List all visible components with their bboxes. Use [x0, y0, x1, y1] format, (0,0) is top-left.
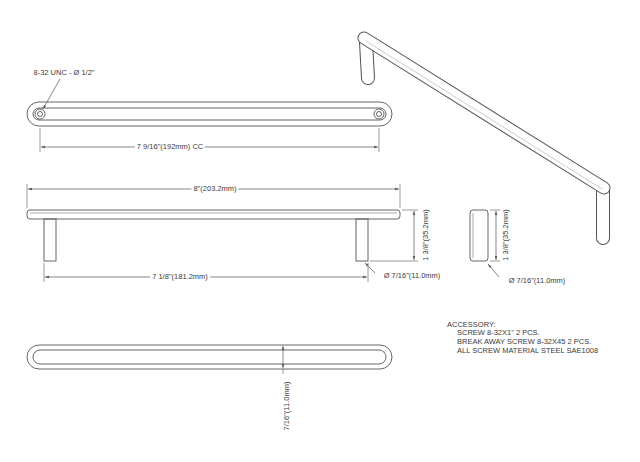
dimension-label: 7 1/8"(181.2mm): [150, 272, 210, 282]
end-view: [470, 210, 488, 261]
dimension-label: 1 3/8"(35.2mm): [421, 207, 431, 262]
thread-spec: 8-32 UNC - Ø 1/2": [31, 68, 96, 78]
note-text: ALL SCREW MATERIAL STEEL SAE1008: [455, 346, 600, 356]
dimension-label: 7/16"(11.0mm): [282, 380, 292, 433]
iso-view: [364, 38, 604, 238]
top-view: [27, 102, 392, 126]
dimension-label: 8"(203.2mm): [191, 184, 238, 194]
dimension-label: 7 9/16"(192mm) CC: [135, 142, 205, 152]
dimension-label: Ø 7/16"(11.0mm): [382, 271, 443, 281]
bottom-view: [27, 345, 392, 369]
dimension-label: 1 3/8"(35.2mm): [501, 207, 511, 262]
side-view: [44, 219, 56, 261]
dimension-label: Ø 7/16"(11.0mm): [507, 276, 568, 286]
